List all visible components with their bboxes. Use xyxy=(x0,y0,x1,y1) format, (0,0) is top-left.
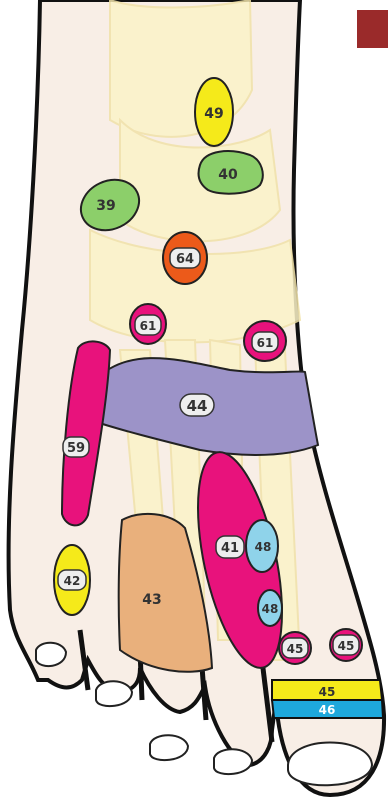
zone-40-label: 40 xyxy=(218,167,238,183)
zone-47-label: 46 xyxy=(319,703,336,717)
zone-49-label: 49 xyxy=(204,106,223,122)
zone-45-left-label: 45 xyxy=(287,642,304,656)
zone-43-label: 43 xyxy=(142,592,161,608)
zone-44-label: 44 xyxy=(187,397,208,415)
toenail-3rd xyxy=(150,735,188,760)
zone-48-lower-label: 48 xyxy=(262,602,279,616)
toenail-4th xyxy=(96,681,132,706)
corner-marker xyxy=(357,10,388,48)
zone-42-label: 42 xyxy=(64,574,81,588)
toenail-small xyxy=(36,643,66,666)
zone-64-label: 64 xyxy=(176,252,194,267)
zone-48-upper-label: 48 xyxy=(255,540,272,554)
toenail-2nd xyxy=(214,749,252,774)
zone-39-label: 39 xyxy=(96,198,115,214)
zone-61-left-label: 61 xyxy=(140,319,157,333)
toenail-big xyxy=(288,743,372,786)
zone-46-label: 45 xyxy=(319,685,336,699)
zone-41-label: 41 xyxy=(221,541,239,556)
zone-61-right-label: 61 xyxy=(257,336,274,350)
zone-45-right-label: 45 xyxy=(338,639,355,653)
zone-59-label: 59 xyxy=(67,441,85,456)
